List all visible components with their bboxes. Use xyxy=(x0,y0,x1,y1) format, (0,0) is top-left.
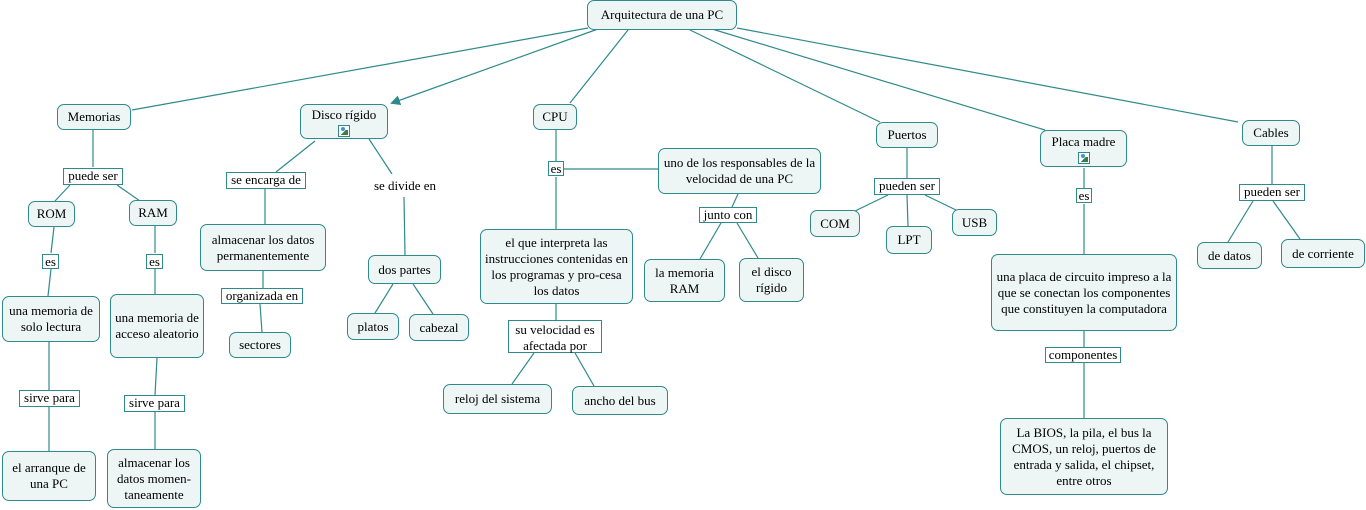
link-label: se encarga de xyxy=(226,172,306,189)
concept-label: una memoria de acceso aleatorio xyxy=(115,310,199,341)
concept-label: de corriente xyxy=(1292,245,1354,261)
concept-label: una placa de circuito impreso a la que s… xyxy=(996,268,1172,316)
link-label: puede ser xyxy=(63,168,123,185)
link-label: es xyxy=(1076,188,1092,203)
concept-label: CPU xyxy=(542,109,568,124)
concept-label: dos partes xyxy=(378,261,431,277)
image-icon[interactable] xyxy=(338,124,350,137)
concept-placa-def[interactable]: una placa de circuito impreso a la que s… xyxy=(991,254,1177,331)
concept-bus[interactable]: ancho del bus xyxy=(572,386,668,415)
concept-componentes[interactable]: La BIOS, la pila, el bus la CMOS, un rel… xyxy=(1000,418,1168,495)
concept-label: La BIOS, la pila, el bus la CMOS, un rel… xyxy=(1012,424,1156,488)
concept-reloj[interactable]: reloj del sistema xyxy=(443,384,552,414)
link-label: sirve para xyxy=(19,390,80,407)
concept-label: una memoria de solo lectura xyxy=(9,303,93,334)
concept-com[interactable]: COM xyxy=(810,210,860,237)
concept-label: Disco rígido xyxy=(311,106,377,122)
concept-label: Placa madre xyxy=(1051,133,1116,149)
concept-label: Cables xyxy=(1253,125,1289,140)
concept-label: el arranque de una PC xyxy=(12,460,86,491)
concept-placa-madre[interactable]: Placa madre xyxy=(1040,130,1127,167)
concept-label: ancho del bus xyxy=(584,392,656,408)
concept-cpu-def[interactable]: el que interpreta las instrucciones cont… xyxy=(480,229,633,304)
concept-ram[interactable]: RAM xyxy=(129,200,177,226)
concept-platos[interactable]: platos xyxy=(347,313,399,340)
link-label: es xyxy=(548,161,564,176)
concept-dos-partes[interactable]: dos partes xyxy=(368,255,441,284)
concept-label: almacenar los datos momen-taneamente xyxy=(116,454,191,502)
concept-cpu[interactable]: CPU xyxy=(533,104,577,130)
concept-label: almacenar los datos permanentemente xyxy=(211,231,315,263)
concept-rom[interactable]: ROM xyxy=(28,201,75,227)
link-label: su velocidad es afectada por xyxy=(508,320,602,353)
concept-corriente[interactable]: de corriente xyxy=(1281,239,1365,268)
concept-label: la memoria RAM xyxy=(655,264,714,296)
concept-label: USB xyxy=(961,214,988,230)
concept-label: cabezal xyxy=(419,319,459,335)
link-label: organizada en xyxy=(221,288,303,304)
link-label: es xyxy=(146,254,163,269)
concept-rom-use[interactable]: el arranque de una PC xyxy=(2,451,96,501)
concept-memorias[interactable]: Memorias xyxy=(57,104,131,130)
image-icon[interactable] xyxy=(1077,151,1090,164)
link-label: es xyxy=(42,254,59,269)
link-label: sirve para xyxy=(124,395,185,412)
concept-disco-rigido-2[interactable]: el disco rígido xyxy=(739,258,804,302)
concept-ram-def[interactable]: una memoria de acceso aleatorio xyxy=(110,294,204,358)
concept-label: el disco rígido xyxy=(751,264,792,295)
concept-datos[interactable]: de datos xyxy=(1197,242,1262,269)
concept-label: de datos xyxy=(1208,247,1251,263)
concept-lpt[interactable]: LPT xyxy=(886,226,932,254)
concept-responsable[interactable]: uno de los responsables de la velocidad … xyxy=(658,148,821,194)
link-label: junto con xyxy=(699,207,757,223)
concept-rom-def[interactable]: una memoria de solo lectura xyxy=(2,296,100,342)
concept-cables[interactable]: Cables xyxy=(1242,120,1300,146)
concept-usb[interactable]: USB xyxy=(952,209,997,236)
concept-label: ROM xyxy=(36,206,67,221)
link-label: pueden ser xyxy=(874,178,940,195)
link-label: componentes xyxy=(1045,347,1121,363)
concept-label: uno de los responsables de la velocidad … xyxy=(663,155,816,186)
root-label: Arquitectura de una PC xyxy=(600,7,724,22)
concept-label: platos xyxy=(357,318,389,334)
concept-label: Puertos xyxy=(887,127,927,142)
concept-label: LPT xyxy=(897,232,921,247)
concept-label: COM xyxy=(820,215,850,231)
concept-label: reloj del sistema xyxy=(454,391,541,406)
concept-memoria-ram[interactable]: la memoria RAM xyxy=(644,259,725,302)
concept-label: RAM xyxy=(138,205,168,220)
concept-label: sectores xyxy=(239,337,281,352)
link-label: se divide en xyxy=(367,174,443,197)
link-label: pueden ser xyxy=(1239,184,1305,201)
concept-puertos[interactable]: Puertos xyxy=(876,122,938,148)
concept-ram-use[interactable]: almacenar los datos momen-taneamente xyxy=(107,449,201,508)
concept-cabezal[interactable]: cabezal xyxy=(409,314,469,341)
concept-label: el que interpreta las instrucciones cont… xyxy=(485,234,628,298)
concept-disco-rigido[interactable]: Disco rígido xyxy=(300,104,388,139)
concept-almacenar[interactable]: almacenar los datos permanentemente xyxy=(200,224,326,271)
concept-label: Memorias xyxy=(67,109,121,124)
concept-sectores[interactable]: sectores xyxy=(229,332,291,358)
root-concept[interactable]: Arquitectura de una PC xyxy=(587,0,737,30)
